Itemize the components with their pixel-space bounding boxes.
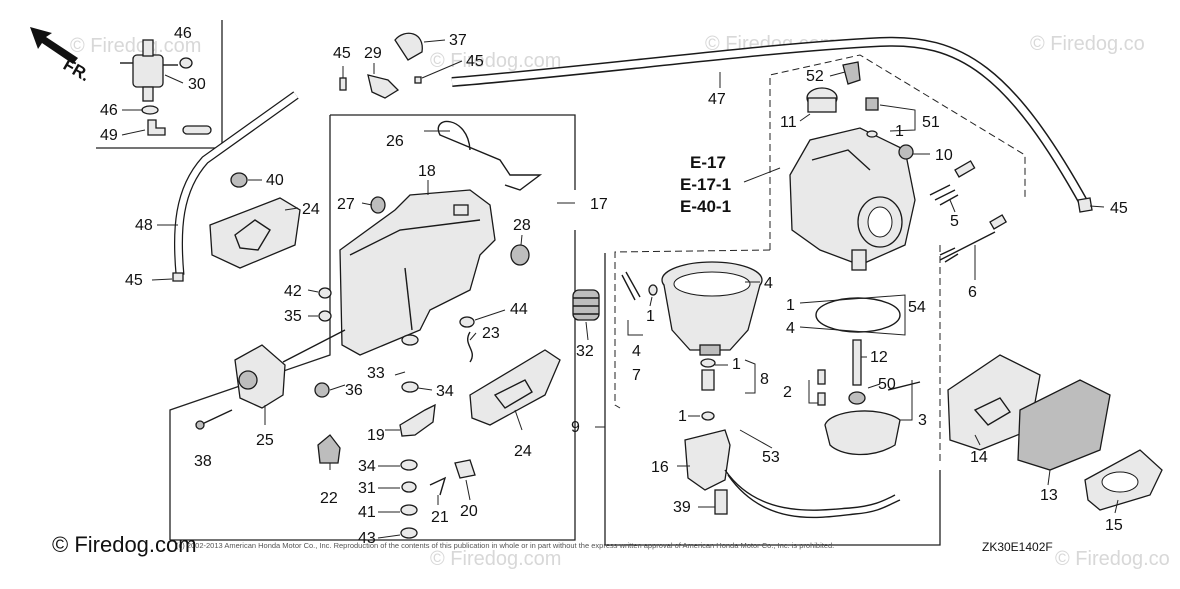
callout-15: 15 bbox=[1105, 517, 1123, 534]
callout-20: 20 bbox=[460, 503, 478, 520]
callout-46: 46 bbox=[100, 102, 118, 119]
callout-40: 40 bbox=[266, 172, 284, 189]
callout-12: 12 bbox=[870, 349, 888, 366]
callout-23: 23 bbox=[482, 325, 500, 342]
callout-2: 2 bbox=[783, 384, 792, 401]
callout-34: 34 bbox=[436, 383, 454, 400]
callout-39: 39 bbox=[673, 499, 691, 516]
reference-e-40-1: E-40-1 bbox=[680, 197, 731, 216]
callout-13: 13 bbox=[1040, 487, 1058, 504]
callout-52: 52 bbox=[806, 68, 824, 85]
callout-37: 37 bbox=[449, 32, 467, 49]
carburetor-outline bbox=[604, 54, 1026, 546]
reference-e-17-1: E-17-1 bbox=[680, 175, 731, 194]
callout-4: 4 bbox=[764, 275, 773, 292]
float-assembly bbox=[817, 339, 921, 456]
callout-28: 28 bbox=[513, 217, 531, 234]
callout-34: 34 bbox=[358, 458, 376, 475]
callout-36: 36 bbox=[345, 382, 363, 399]
vent-parts bbox=[339, 32, 423, 99]
callout-27: 27 bbox=[337, 196, 355, 213]
callout-29: 29 bbox=[364, 45, 382, 62]
callout-25: 25 bbox=[256, 432, 274, 449]
callout-9: 9 bbox=[571, 419, 580, 436]
callout-33: 33 bbox=[367, 365, 385, 382]
callout-51: 51 bbox=[922, 114, 940, 131]
right-gaskets bbox=[947, 354, 1163, 511]
carburetor-body bbox=[789, 61, 1008, 271]
callout-3: 3 bbox=[918, 412, 927, 429]
callout-11: 11 bbox=[780, 114, 797, 131]
callout-4: 4 bbox=[786, 320, 795, 337]
callout-50: 50 bbox=[878, 376, 896, 393]
callout-24: 24 bbox=[302, 201, 320, 218]
air-guide-plate bbox=[339, 189, 496, 356]
fuel-filter-inset bbox=[96, 20, 223, 149]
callout-10: 10 bbox=[935, 147, 953, 164]
insulator-gasket bbox=[469, 349, 561, 426]
watermark-logo: © Firedog.com bbox=[52, 532, 197, 557]
callout-48: 48 bbox=[135, 217, 153, 234]
callout-1: 1 bbox=[786, 297, 795, 314]
orientation-label: FR. bbox=[60, 55, 93, 85]
watermark: © Firedog.com bbox=[430, 548, 561, 570]
watermark: © Firedog.com bbox=[70, 35, 201, 57]
fuel-cut-solenoid bbox=[684, 411, 901, 519]
grommet bbox=[572, 289, 600, 321]
callout-49: 49 bbox=[100, 127, 118, 144]
callout-41: 41 bbox=[358, 504, 376, 521]
callout-32: 32 bbox=[576, 343, 594, 360]
callout-45: 45 bbox=[1110, 200, 1128, 217]
callout-22: 22 bbox=[320, 490, 338, 507]
breather-tube bbox=[451, 36, 1093, 213]
callout-7: 7 bbox=[632, 367, 641, 384]
callout-4: 4 bbox=[632, 343, 641, 360]
wire-rod bbox=[437, 120, 543, 191]
diagram-code: ZK30E1402F bbox=[982, 540, 1053, 554]
callout-46: 46 bbox=[174, 25, 192, 42]
callout-54: 54 bbox=[908, 299, 926, 316]
copyright-notice: (c) 2002-2013 American Honda Motor Co., … bbox=[176, 541, 834, 550]
callout-43: 43 bbox=[358, 530, 376, 547]
small-parts bbox=[195, 172, 530, 539]
callout-1: 1 bbox=[895, 123, 904, 140]
watermark: © Firedog.com bbox=[430, 50, 561, 72]
callout-14: 14 bbox=[970, 449, 988, 466]
callout-1: 1 bbox=[646, 308, 655, 325]
background-watermarks: © Firedog.com © Firedog.com © Firedog.co… bbox=[70, 33, 1170, 570]
footer: (c) 2002-2013 American Honda Motor Co., … bbox=[52, 532, 1053, 557]
callout-5: 5 bbox=[950, 213, 959, 230]
callout-42: 42 bbox=[284, 283, 302, 300]
callout-18: 18 bbox=[418, 163, 436, 180]
callout-47: 47 bbox=[708, 91, 726, 108]
callout-31: 31 bbox=[358, 480, 376, 497]
callout-38: 38 bbox=[194, 453, 212, 470]
callout-44: 44 bbox=[510, 301, 528, 318]
float-bowl bbox=[621, 261, 901, 391]
callout-45: 45 bbox=[466, 53, 484, 70]
callout-45: 45 bbox=[125, 272, 143, 289]
callout-35: 35 bbox=[284, 308, 302, 325]
callout-8: 8 bbox=[760, 371, 769, 388]
callout-53: 53 bbox=[762, 449, 780, 466]
reference-e-17: E-17 bbox=[690, 153, 726, 172]
fuel-tube bbox=[172, 91, 299, 282]
callout-6: 6 bbox=[968, 284, 977, 301]
callout-30: 30 bbox=[188, 76, 206, 93]
callout-26: 26 bbox=[386, 133, 404, 150]
callout-21: 21 bbox=[431, 509, 449, 526]
callout-17: 17 bbox=[590, 196, 608, 213]
watermark: © Firedog.co bbox=[1030, 33, 1145, 55]
callout-16: 16 bbox=[651, 459, 669, 476]
section-references: E-17 E-17-1 E-40-1 bbox=[680, 153, 731, 216]
callout-45: 45 bbox=[333, 45, 351, 62]
watermark: © Firedog.co bbox=[1055, 548, 1170, 570]
leader-lines bbox=[121, 39, 1119, 539]
callout-24: 24 bbox=[514, 443, 532, 460]
callout-19: 19 bbox=[367, 427, 385, 444]
callout-1: 1 bbox=[732, 356, 741, 373]
callout-1: 1 bbox=[678, 408, 687, 425]
callout-labels: 46 30 46 49 45 29 37 45 47 52 11 51 1 10… bbox=[100, 25, 1128, 547]
